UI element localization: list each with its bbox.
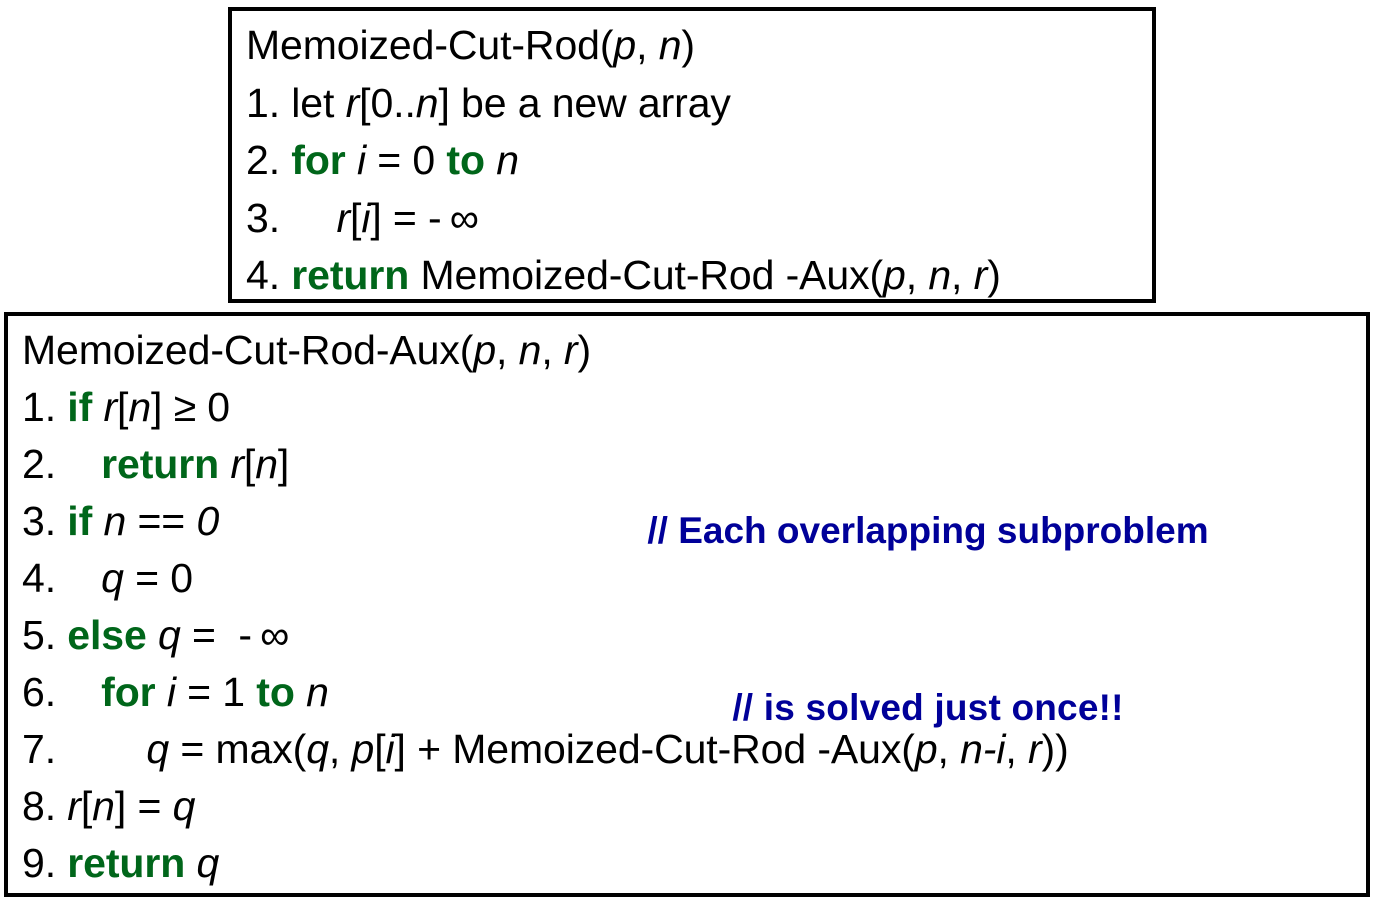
aux-code-line-5: 5. else q = - ∞	[22, 612, 290, 658]
var-n: n	[103, 498, 127, 544]
line-number-5: 5.	[22, 612, 56, 658]
var-q: q	[158, 612, 181, 658]
aux-code-line-4: 4. q = 0	[22, 555, 194, 601]
var-q: q	[146, 726, 170, 772]
keyword-if: if	[67, 498, 93, 544]
comment-line-1: // Each overlapping subproblem	[647, 510, 1209, 551]
var-i: i	[356, 137, 366, 183]
var-r: r	[336, 194, 351, 241]
line-number-8: 8.	[22, 783, 56, 829]
param-p: p	[473, 327, 497, 373]
var-i: i	[385, 726, 395, 772]
keyword-for: for	[291, 137, 346, 183]
var-p: p	[351, 726, 375, 772]
var-n: n	[255, 441, 278, 487]
var-r: r	[230, 441, 244, 487]
arg-r: r	[1027, 726, 1042, 772]
var-q: q	[172, 783, 196, 829]
aux-code-line-3: 3. if n == 0	[22, 498, 220, 544]
var-n: n	[306, 669, 329, 715]
var-n: n	[415, 79, 439, 126]
keyword-else: else	[67, 612, 147, 658]
keyword-if: if	[67, 384, 93, 430]
param-r: r	[563, 327, 578, 373]
line-number-2: 2.	[22, 441, 56, 487]
keyword-to: to	[256, 669, 295, 715]
param-p: p	[613, 22, 637, 68]
procedure-title-memoized-cut-rod: Memoized-Cut-Rod(p, n)	[246, 22, 695, 68]
var-n: n	[128, 384, 152, 430]
arg-p: p	[883, 252, 906, 298]
aux-code-line-7: 7. q = max(q, p[i] + Memoized-Cut-Rod -A…	[22, 726, 1069, 772]
var-i: i	[361, 194, 371, 241]
line-number-9: 9.	[22, 840, 56, 886]
arg-r: r	[973, 252, 988, 298]
var-i: i	[166, 669, 176, 715]
param-n: n	[518, 327, 542, 373]
var-q: q	[196, 840, 220, 886]
keyword-to: to	[446, 137, 485, 183]
procedure-title-memoized-cut-rod-aux: Memoized-Cut-Rod-Aux(p, n, r)	[22, 327, 592, 373]
line-number-1: 1.	[22, 384, 56, 430]
keyword-return: return	[101, 441, 220, 487]
var-q: q	[306, 726, 329, 772]
param-separator: ,	[636, 22, 659, 68]
aux-code-line-2: 2. return r[n]	[22, 441, 290, 487]
aux-code-line-6: 6. for i = 1 to n	[22, 669, 329, 715]
code-line-2: 2. for i = 0 to n	[246, 137, 519, 183]
line-number-4: 4.	[22, 555, 56, 601]
var-r: r	[345, 79, 360, 126]
literal-zero: 0	[196, 498, 220, 544]
var-r: r	[103, 384, 118, 430]
comment-line-2: // is solved just once!!	[732, 687, 1124, 728]
var-n: n	[92, 783, 115, 829]
aux-code-line-9: 9. return q	[22, 835, 1366, 892]
annotation-comment: // Each overlapping subproblem // is sol…	[548, 383, 1308, 796]
aux-code-line-8: 8. r[n] = q	[22, 783, 196, 829]
var-r: r	[67, 783, 81, 829]
line-number-6: 6.	[22, 669, 56, 715]
line-number-4: 4.	[246, 252, 280, 298]
memoized-cut-rod-box: Memoized-Cut-Rod(p, n) 1. let r[0..n] be…	[228, 7, 1156, 303]
keyword-for: for	[101, 669, 156, 715]
param-n: n	[658, 22, 682, 68]
arg-p: p	[914, 726, 938, 772]
keyword-return: return	[291, 252, 410, 298]
memoized-cut-rod-aux-box: Memoized-Cut-Rod-Aux(p, n, r) 1. if r[n]…	[4, 312, 1370, 897]
line-number-1: 1.	[246, 79, 280, 126]
arg-n-minus-i: n-i	[960, 726, 1006, 772]
aux-code-line-1: 1. if r[n] ≥ 0	[22, 384, 230, 430]
code-line-3: 3. r[i] = - ∞	[246, 194, 479, 241]
line-number-3: 3.	[22, 498, 56, 544]
line-number-3: 3.	[246, 194, 280, 241]
line-number-2: 2.	[246, 137, 280, 183]
code-line-4: 4. return Memoized-Cut-Rod -Aux(p, n, r)	[246, 252, 1001, 298]
line-number-7: 7.	[22, 726, 56, 772]
var-q: q	[101, 555, 124, 601]
code-line-1: 1. let r[0..n] be a new array	[246, 79, 731, 126]
keyword-return: return	[67, 840, 186, 886]
var-n: n	[496, 137, 519, 183]
arg-n: n	[928, 252, 952, 298]
